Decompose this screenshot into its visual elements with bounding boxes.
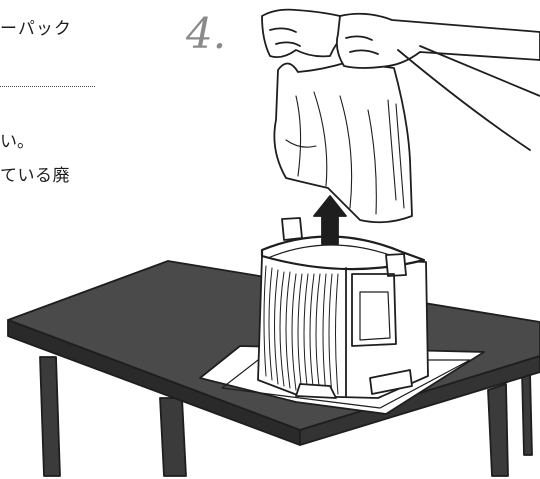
filter-unit-icon [258,218,428,398]
plastic-bag-icon [274,62,412,222]
